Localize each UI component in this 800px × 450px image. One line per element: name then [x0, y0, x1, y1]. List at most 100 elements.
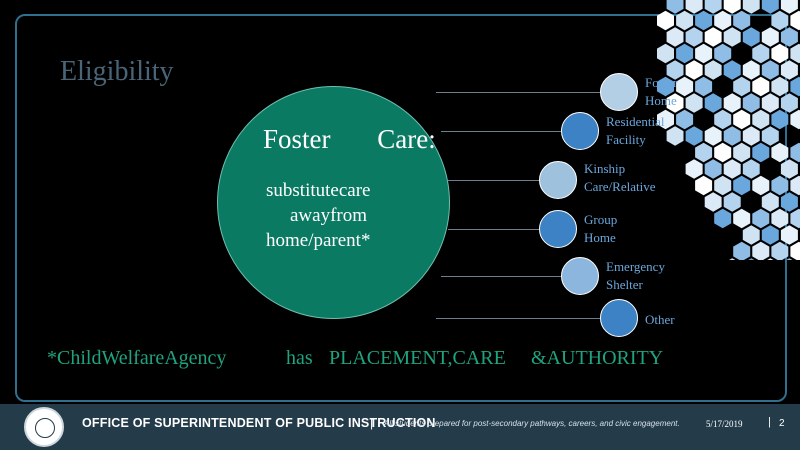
connector-line	[441, 276, 561, 277]
category-label-line: Home	[645, 93, 677, 108]
hexagon-tile	[780, 159, 798, 179]
footnote-authority: &AUTHORITY	[531, 347, 664, 369]
hexagon-tile	[752, 109, 770, 130]
hexagon-tile	[780, 60, 798, 80]
hexagon-tile	[786, 258, 793, 260]
footnote-agency: *ChildWelfareAgency	[47, 347, 227, 369]
hexagon-tile	[780, 225, 798, 245]
hexagon-tile	[657, 10, 674, 31]
footer-date: 5/17/2019	[706, 419, 743, 429]
hexagon-tile	[780, 0, 798, 14]
connector-line	[448, 229, 539, 230]
hexagon-tile	[704, 27, 722, 47]
hexagon-tile	[771, 10, 789, 31]
hexagon-tile	[733, 175, 751, 196]
hexagon-tile	[733, 142, 751, 163]
hexagon-tile	[723, 159, 741, 179]
hexagon-tile	[733, 76, 751, 97]
hexagon-tile	[752, 208, 770, 229]
circle-body-line: home/parent*	[266, 230, 371, 251]
hexagon-tile	[704, 93, 722, 113]
hexagon-tile	[704, 126, 722, 146]
circle-body-line: awayfrom	[290, 205, 368, 226]
hexagon-tile	[733, 109, 751, 130]
hexagon-tile	[752, 142, 770, 163]
hexagon-tile	[761, 225, 779, 245]
foster-care-circle	[217, 86, 450, 319]
hexagon-tile	[733, 241, 751, 260]
category-label-line: Group	[584, 212, 618, 227]
hexagon-tile	[666, 0, 684, 14]
page-number: 2	[779, 418, 785, 429]
hexagon-tile	[742, 60, 760, 80]
hexagon-pattern-decoration	[657, 0, 800, 260]
hexagon-tile	[771, 76, 789, 97]
hexagon-tile	[780, 93, 798, 113]
category-circle	[600, 73, 638, 111]
hexagon-tile	[666, 126, 684, 146]
category-label-line: Other	[645, 312, 675, 327]
category-label: Other	[645, 311, 675, 329]
category-label-line: Shelter	[606, 277, 643, 292]
category-label-line: Home	[584, 230, 616, 245]
hexagon-tile	[790, 175, 800, 196]
hexagon-tile	[714, 208, 732, 229]
hexagon-tile	[685, 0, 703, 14]
hexagon-tile	[666, 93, 684, 113]
hexagon-tile	[790, 241, 800, 260]
hexagon-tile	[685, 159, 703, 179]
category-label-line: Facility	[606, 132, 646, 147]
hexagon-tile	[723, 93, 741, 113]
footer-office-name: OFFICE OF SUPERINTENDENT OF PUBLIC INSTR…	[82, 416, 436, 430]
hexagon-tile	[704, 60, 722, 80]
hexagon-tile	[771, 175, 789, 196]
category-circle	[561, 257, 599, 295]
hexagon-tile	[761, 60, 779, 80]
category-label-line: Foster	[645, 75, 678, 90]
hexagon-tile	[695, 10, 713, 31]
hexagon-tile	[742, 126, 760, 146]
hexagon-tile	[695, 76, 713, 97]
hexagon-tile	[723, 126, 741, 146]
category-circle	[600, 299, 638, 337]
hexagon-tile	[714, 109, 732, 130]
hexagon-tile	[790, 142, 800, 163]
hexagon-tile	[780, 27, 798, 47]
hexagon-tile	[723, 27, 741, 47]
hexagon-tile	[761, 93, 779, 113]
hexagon-tile	[685, 93, 703, 113]
footnote-has: has	[286, 347, 313, 369]
hexagon-tile	[767, 258, 774, 260]
hexagon-tile	[752, 76, 770, 97]
hexagon-tile	[676, 76, 694, 97]
hexagon-tile	[714, 175, 732, 196]
hexagon-tile	[790, 43, 800, 64]
hexagon-tile	[761, 0, 779, 14]
hexagon-tile	[657, 109, 674, 130]
category-label-line: Emergency	[606, 259, 665, 274]
hexagon-tile	[752, 241, 770, 260]
category-label-line: Care/Relative	[584, 179, 656, 194]
footer-bar: OFFICE OF SUPERINTENDENT OF PUBLIC INSTR…	[0, 404, 800, 450]
circle-heading: Foster Care:	[263, 124, 436, 154]
footer-separator: |	[768, 416, 771, 428]
hexagon-tile	[761, 192, 779, 212]
hexagon-tile	[742, 93, 760, 113]
hexagon-tile	[714, 43, 732, 64]
hexagon-tile	[771, 142, 789, 163]
hexagon-tile	[761, 126, 779, 146]
hexagon-tile	[752, 175, 770, 196]
category-label-line: Residential	[606, 114, 665, 129]
connector-line	[436, 318, 600, 319]
hexagon-tile	[733, 10, 751, 31]
hexagon-tile	[704, 0, 722, 14]
circle-body-line: substitutecare	[266, 180, 371, 201]
hexagon-tile	[742, 159, 760, 179]
footer-separator: |	[370, 416, 374, 430]
category-circle	[539, 161, 577, 199]
hexagon-tile	[790, 76, 800, 97]
hexagon-tile	[742, 225, 760, 245]
hexagon-tile	[742, 0, 760, 14]
